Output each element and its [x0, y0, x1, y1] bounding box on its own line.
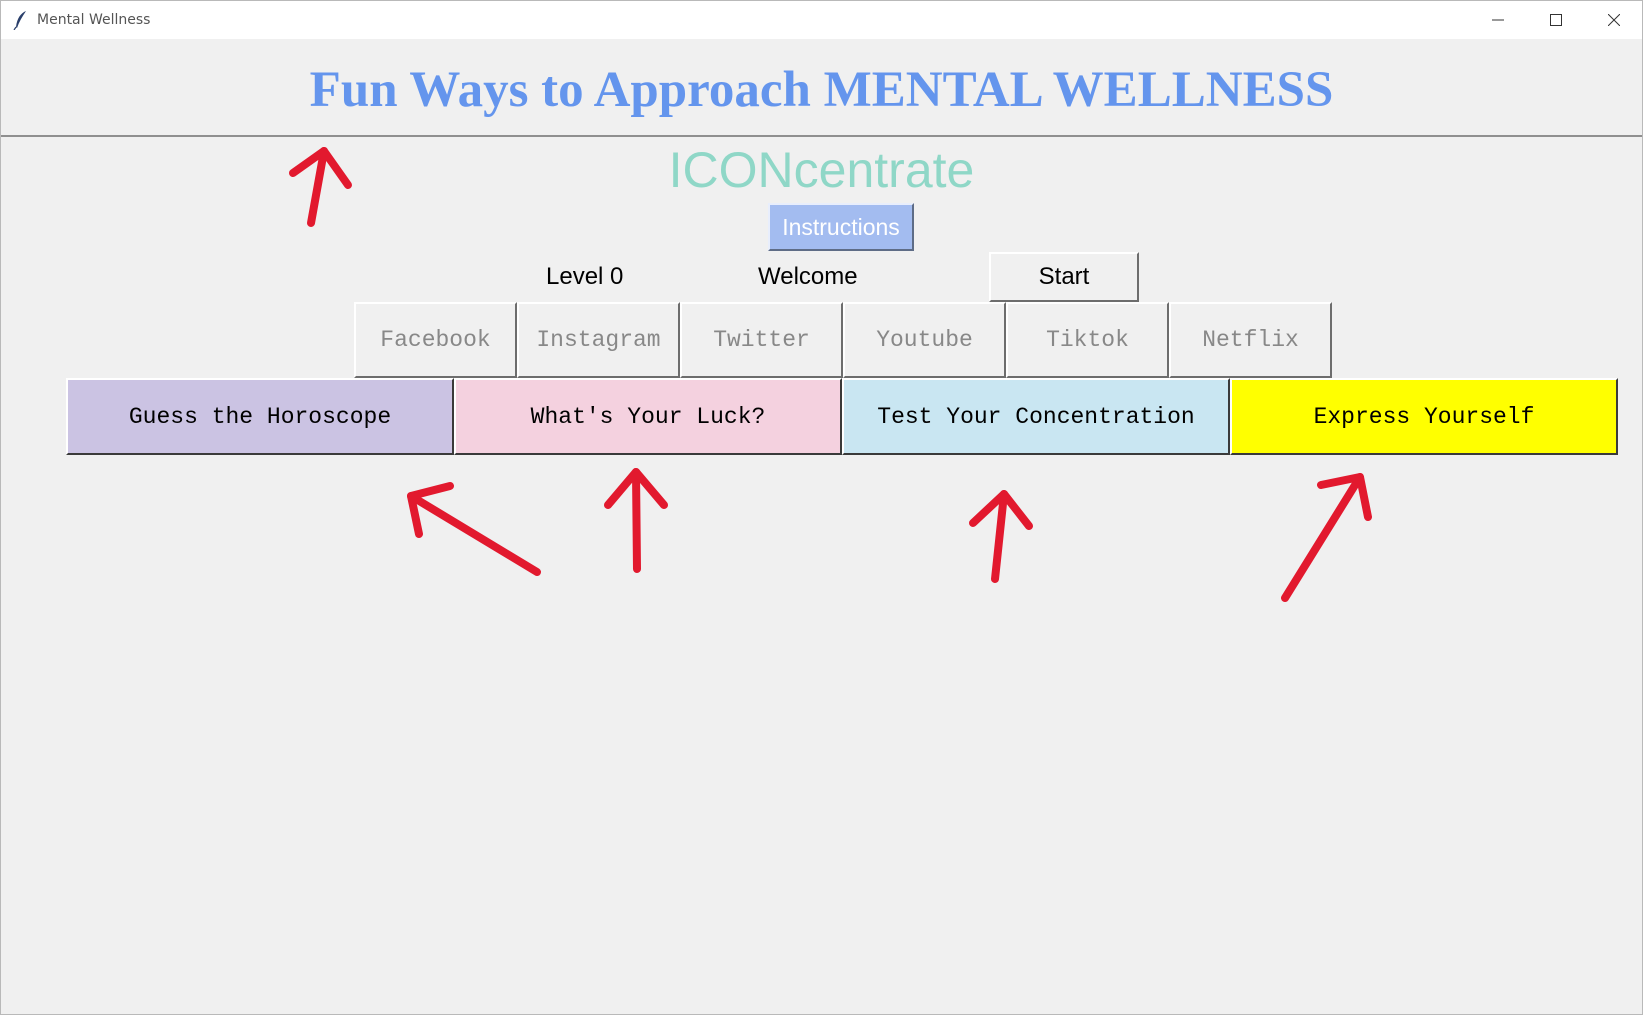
twitter-button[interactable]: Twitter	[680, 302, 843, 378]
luck-button[interactable]: What's Your Luck?	[454, 378, 842, 455]
minimize-icon	[1492, 19, 1504, 21]
maximize-icon	[1550, 14, 1562, 26]
netflix-button[interactable]: Netflix	[1169, 302, 1332, 378]
tiktok-button[interactable]: Tiktok	[1006, 302, 1169, 378]
minimize-button[interactable]	[1469, 1, 1527, 39]
youtube-button[interactable]: Youtube	[843, 302, 1006, 378]
maximize-button[interactable]	[1527, 1, 1585, 39]
arrow-annotation-icon	[1281, 473, 1372, 602]
title-bar[interactable]: Mental Wellness	[1, 1, 1642, 39]
start-button[interactable]: Start	[989, 252, 1139, 302]
instagram-button[interactable]: Instagram	[517, 302, 680, 378]
instructions-button[interactable]: Instructions	[768, 203, 914, 251]
feather-icon	[13, 11, 26, 30]
level-label: Level 0	[546, 263, 624, 290]
horoscope-button[interactable]: Guess the Horoscope	[66, 378, 454, 455]
concentration-button[interactable]: Test Your Concentration	[842, 378, 1230, 455]
window-title: Mental Wellness	[37, 12, 151, 28]
page-title: Fun Ways to Approach MENTAL WELLNESS	[309, 62, 1334, 118]
facebook-button[interactable]: Facebook	[354, 302, 517, 378]
close-icon	[1608, 14, 1620, 26]
social-media-buttons: Facebook Instagram Twitter Youtube Tikto…	[354, 302, 1332, 378]
game-buttons: Guess the Horoscope What's Your Luck? Te…	[66, 378, 1618, 455]
arrow-annotation-icon	[969, 490, 1033, 583]
arrow-annotation-icon	[604, 468, 668, 573]
welcome-label: Welcome	[758, 263, 858, 290]
header-banner: Fun Ways to Approach MENTAL WELLNESS	[1, 39, 1642, 137]
brand-label: ICONcentrate	[668, 142, 975, 198]
close-button[interactable]	[1585, 1, 1643, 39]
express-yourself-button[interactable]: Express Yourself	[1230, 378, 1618, 455]
arrow-annotation-icon	[407, 482, 541, 576]
